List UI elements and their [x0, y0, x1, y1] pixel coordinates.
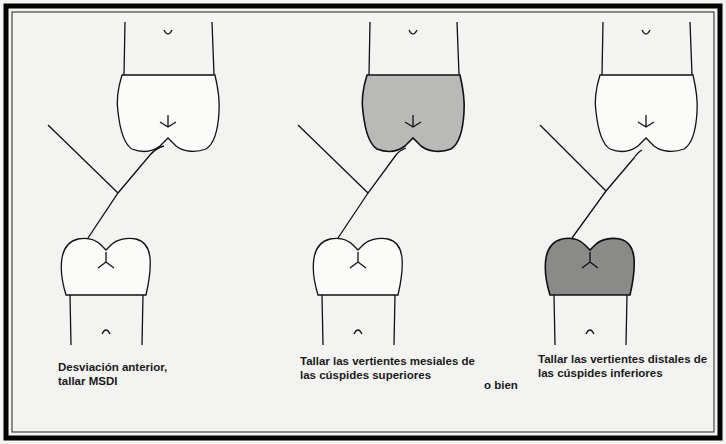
- caption-label: o bien: [484, 378, 534, 392]
- caption-label: Tallar las vertientes mesiales de las cú…: [300, 354, 478, 383]
- caption-label: Desviación anterior, tallar MSDI: [58, 360, 176, 389]
- caption-label: Tallar las vertientes distales de las cú…: [538, 352, 714, 381]
